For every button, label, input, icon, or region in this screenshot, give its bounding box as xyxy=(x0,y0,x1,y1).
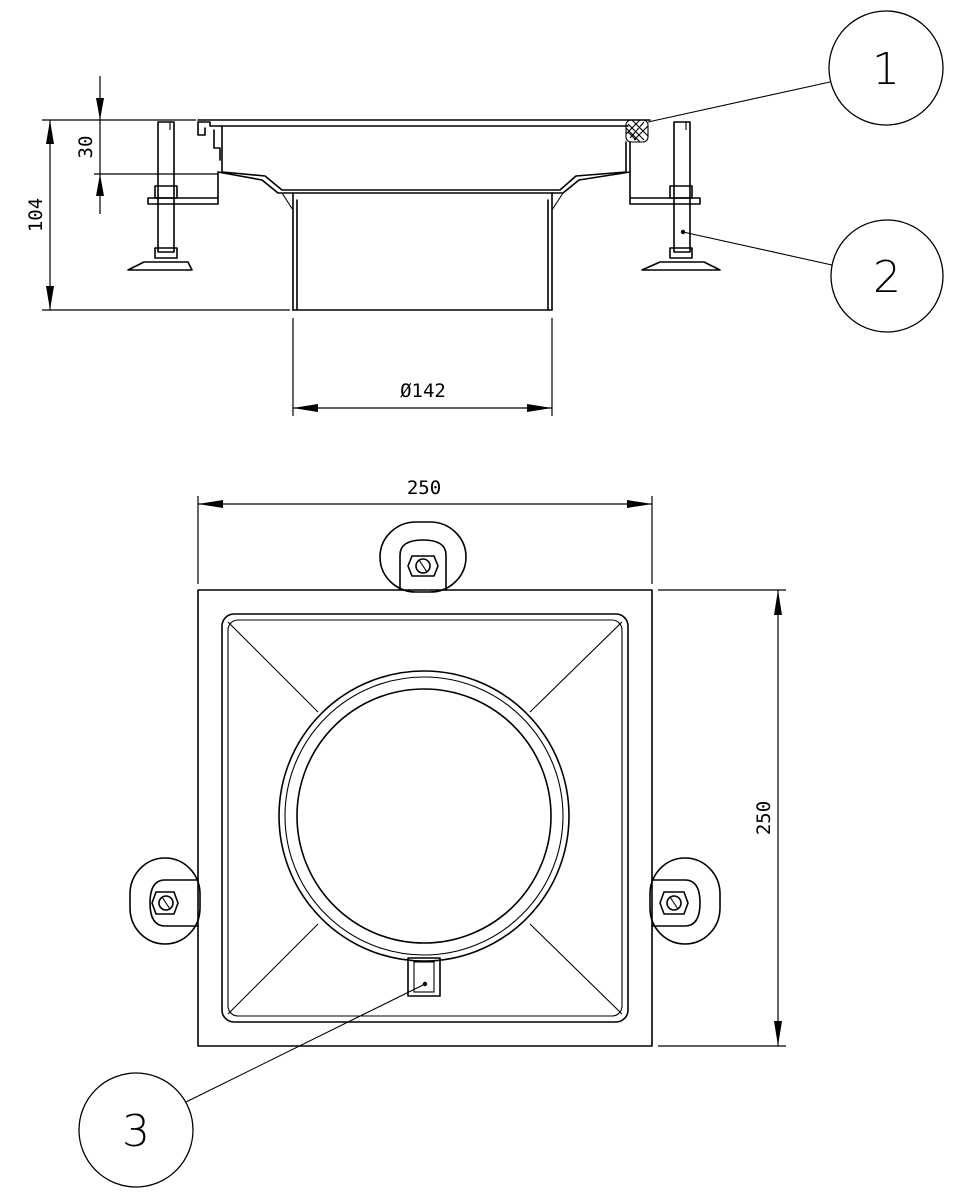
dimension-width-label: 250 xyxy=(407,477,441,499)
left-leveling-foot xyxy=(127,121,219,271)
outlet-outer-ring xyxy=(278,670,570,962)
balloon-3-label: 3 xyxy=(122,1106,150,1157)
left-lug xyxy=(129,857,201,945)
top-view: 250 250 3 xyxy=(78,477,786,1188)
dimension-depth: 250 xyxy=(658,589,786,1047)
balloon-2: 2 xyxy=(682,219,944,333)
side-view: 104 30 Ø142 1 2 xyxy=(25,10,944,416)
dimension-width: 250 xyxy=(197,477,653,584)
dimension-outlet-diameter: Ø142 xyxy=(292,318,553,416)
dimension-outlet-diameter-label: Ø142 xyxy=(400,380,446,402)
dimension-flange-depth: 30 xyxy=(75,76,218,214)
outer-frame xyxy=(197,589,653,1047)
dimension-overall-height: 104 xyxy=(25,119,290,311)
dimension-depth-label: 250 xyxy=(753,801,775,835)
outlet-inner-ring xyxy=(296,688,552,944)
right-leveling-foot xyxy=(629,121,721,271)
balloon-1: 1 xyxy=(647,10,944,126)
dimension-overall-height-label: 104 xyxy=(25,198,47,232)
inner-basin xyxy=(221,613,629,1023)
dimension-flange-depth-label: 30 xyxy=(75,136,97,159)
right-lug xyxy=(649,857,721,945)
balloon-3: 3 xyxy=(78,983,426,1188)
top-lug xyxy=(379,521,467,593)
balloon-1-label: 1 xyxy=(872,44,900,95)
balloon-2-label: 2 xyxy=(873,252,901,303)
